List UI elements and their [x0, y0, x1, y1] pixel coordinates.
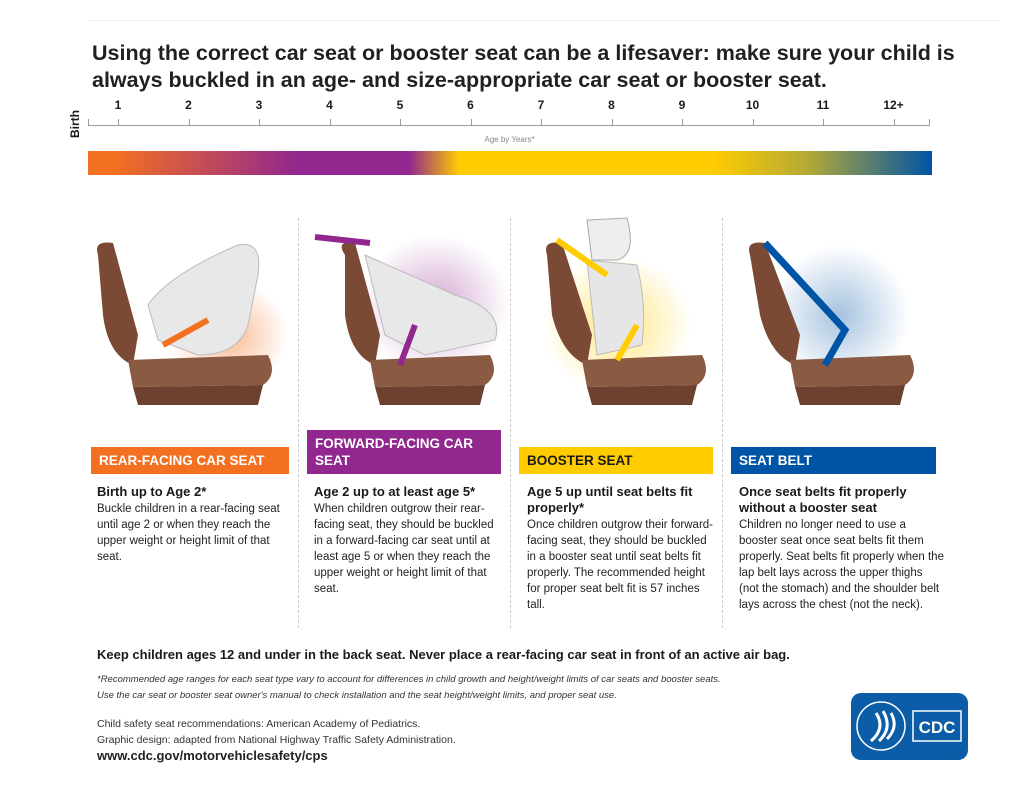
footnote-line: Use the car seat or booster seat owner's…: [97, 690, 617, 701]
timeline-tick: [611, 119, 613, 126]
forward-facing-text: When children outgrow their rear-facing …: [314, 503, 494, 595]
top-rule: [88, 20, 998, 21]
timeline-axis: [88, 125, 930, 126]
forward-facing-label: FORWARD-FACING CAR SEAT: [307, 430, 501, 474]
age-color-bar: [88, 151, 932, 175]
timeline-tick: [329, 119, 331, 126]
timeline-tick-label: 6: [467, 98, 474, 112]
booster-seat-label: BOOSTER SEAT: [519, 447, 713, 474]
timeline-tick: [470, 119, 472, 126]
timeline-tick-label: 10: [745, 98, 760, 112]
timeline-tick: [88, 119, 89, 126]
timeline-tick-label: 5: [396, 98, 404, 112]
footnote: *Recommended age ranges for each seat ty…: [97, 672, 721, 704]
timeline-tick: [752, 119, 754, 126]
timeline-tick-label: 12+: [883, 98, 904, 112]
timeline-tick: [823, 119, 824, 126]
timeline-tick-label: 11: [816, 98, 830, 112]
timeline-tick-label: 1: [114, 98, 122, 112]
seat-belt-illustration: [749, 240, 914, 405]
rear-facing-text: Buckle children in a rear-facing seat un…: [97, 503, 280, 563]
timeline-tick-label: 3: [255, 98, 263, 112]
credits: Child safety seat recommendations: Ameri…: [97, 716, 456, 748]
timeline-tick-label: 7: [537, 98, 545, 112]
booster-seat-headline: Age 5 up until seat belts fit properly*: [527, 484, 693, 515]
column-divider: [722, 218, 723, 628]
timeline-tick-label: 9: [678, 98, 686, 112]
seat-belt-text: Children no longer need to use a booster…: [739, 519, 944, 611]
rear-facing-seat-illustration: [97, 242, 288, 405]
axis-title: Age by Years*: [484, 135, 535, 144]
footnote-line: *Recommended age ranges for each seat ty…: [97, 674, 721, 685]
timeline-tick-label: 2: [185, 98, 192, 112]
credit-line: Graphic design: adapted from National Hi…: [97, 734, 456, 746]
column-divider: [510, 218, 511, 628]
timeline-tick: [682, 119, 683, 126]
timeline-tick: [400, 119, 401, 126]
rear-facing-label: REAR-FACING CAR SEAT: [91, 447, 289, 474]
booster-seat-text: Once children outgrow their forward-faci…: [527, 519, 713, 611]
timeline-tick-label: 8: [608, 98, 615, 112]
timeline-tick: [188, 119, 190, 126]
credit-line: Child safety seat recommendations: Ameri…: [97, 718, 421, 730]
timeline-tick: [893, 119, 895, 126]
hhs-eagle-icon: CDC: [856, 701, 962, 751]
timeline-tick-label: 4: [326, 98, 333, 112]
forward-facing-seat-illustration: [314, 234, 510, 405]
timeline-tick: [929, 119, 930, 126]
timeline-tick: [118, 119, 119, 126]
cdc-logo: CDC: [851, 693, 968, 760]
timeline-tick: [541, 119, 542, 126]
timeline-tick: [259, 119, 260, 126]
back-seat-note: Keep children ages 12 and under in the b…: [97, 647, 790, 662]
booster-seat-illustration: [542, 217, 706, 405]
seat-belt-label: SEAT BELT: [731, 447, 936, 474]
timeline-start-label: Birth: [68, 110, 82, 138]
page-title: Using the correct car seat or booster se…: [92, 41, 955, 92]
rear-facing-headline: Birth up to Age 2*: [97, 484, 207, 499]
column-divider: [298, 218, 299, 628]
website-link[interactable]: www.cdc.gov/motorvehiclesafety/cps: [97, 748, 328, 763]
forward-facing-headline: Age 2 up to at least age 5*: [314, 484, 476, 499]
svg-text:CDC: CDC: [919, 718, 956, 737]
seat-belt-headline: Once seat belts fit properly without a b…: [739, 484, 907, 515]
